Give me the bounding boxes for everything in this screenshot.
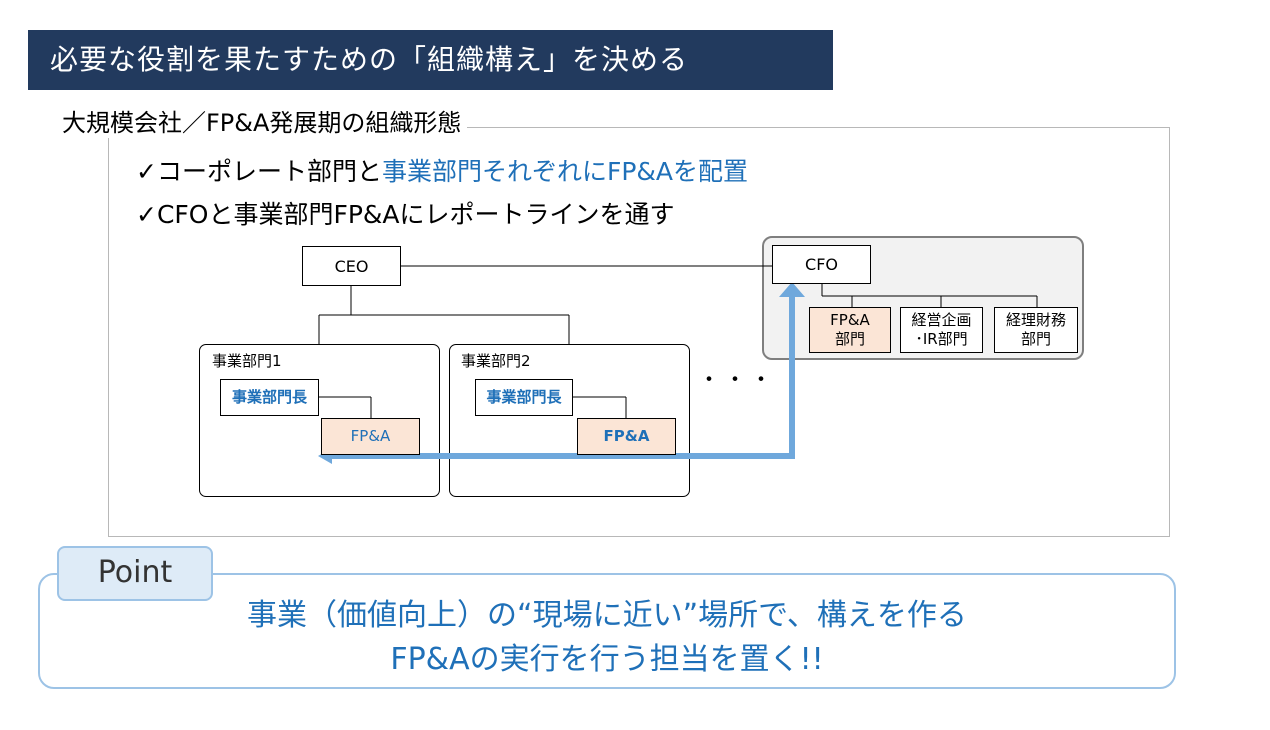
title-banner: 必要な役割を果たすための「組織構え」を決める [28, 30, 833, 90]
section-title: 大規模会社／FP&A発展期の組織形態 [62, 103, 468, 138]
bullet-1-highlight: 事業部門それぞれにFP&Aを配置 [381, 157, 749, 186]
bullet-1-prefix: ✓コーポレート部門と [136, 157, 382, 186]
org-diagram-panel [108, 127, 1170, 537]
cfo-accounting-line2: 部門 [1020, 330, 1051, 348]
ceo-box: CEO [302, 246, 401, 286]
point-box [38, 573, 1176, 689]
arrowhead-up [779, 282, 805, 297]
cfo-planning-line1: 経営企画 [911, 311, 972, 329]
report-line-arrow [330, 297, 795, 459]
cfo-planning-line2: ･IR部門 [915, 330, 968, 348]
cfo-planning-ir-unit: 経営企画 ･IR部門 [900, 307, 983, 353]
division-1-fpa: FP&A [321, 418, 420, 455]
division-1-label: 事業部門1 [212, 352, 282, 370]
point-tab: Point [57, 546, 213, 601]
division-2-fpa: FP&A [577, 418, 676, 455]
bullet-1: ✓コーポレート部門と事業部門それぞれにFP&Aを配置 [136, 152, 748, 188]
cfo-box: CFO [772, 245, 871, 284]
division-2-label: 事業部門2 [461, 352, 531, 370]
cfo-fpa-line2: 部門 [834, 330, 865, 348]
point-line-1: 事業（価値向上）の“現場に近い”場所で、構えを作る [247, 598, 967, 633]
cfo-accounting-line1: 経理財務 [1005, 311, 1066, 329]
division-2-head: 事業部門長 [475, 379, 573, 416]
cfo-fpa-unit: FP&A 部門 [809, 307, 891, 353]
division-1-head: 事業部門長 [220, 379, 319, 416]
cfo-accounting-unit: 経理財務 部門 [994, 307, 1078, 353]
cfo-fpa-line1: FP&A [830, 311, 870, 329]
more-divisions-ellipsis: ・・・ [698, 368, 777, 393]
bullet-2: ✓CFOと事業部門FP&Aにレポートラインを通す [136, 200, 675, 229]
point-line-2: FP&Aの実行を行う担当を置く!! [390, 642, 824, 677]
